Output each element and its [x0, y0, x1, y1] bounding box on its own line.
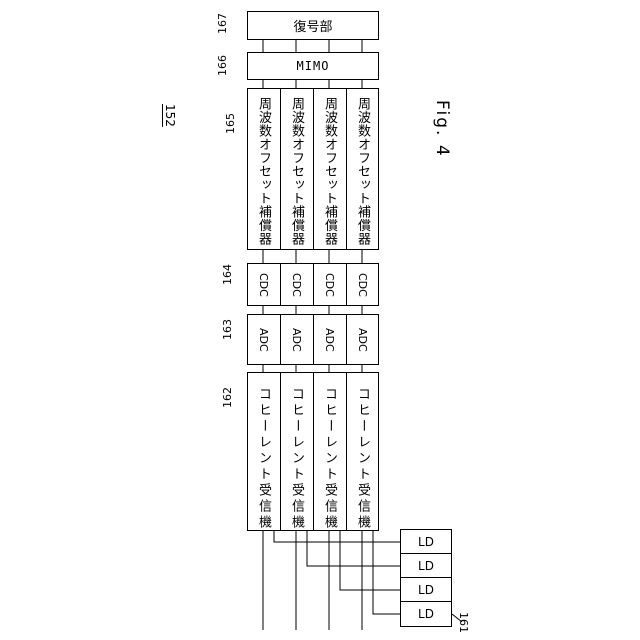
ld-block-4: LD: [400, 601, 452, 627]
adc-label-3: ADC: [324, 328, 335, 352]
receiver-block: コヒーレント受信機 コヒーレント受信機 コヒーレント受信機 コヒーレント受信機: [247, 372, 379, 531]
ref-167: 167: [217, 13, 228, 34]
freq-offset-label-2: 周波数オフセット補償器: [290, 97, 303, 246]
receiver-label-4: コヒーレント受信機: [356, 387, 369, 531]
adc-label-4: ADC: [357, 328, 368, 352]
adc-lane-4: ADC: [347, 315, 380, 364]
ref-162: 162: [222, 387, 233, 408]
device-label: 152: [163, 104, 177, 127]
ref-161: 161: [458, 612, 469, 633]
ref-164: 164: [222, 264, 233, 285]
cdc-label-2: CDC: [291, 273, 302, 297]
ref-166: 166: [217, 55, 228, 76]
adc-lane-3: ADC: [314, 315, 347, 364]
adc-label-2: ADC: [291, 328, 302, 352]
ld-block-2: LD: [400, 553, 452, 579]
receiver-lane-1: コヒーレント受信機: [248, 373, 281, 530]
receiver-lane-3: コヒーレント受信機: [314, 373, 347, 530]
receiver-lane-4: コヒーレント受信機: [347, 373, 380, 530]
ref-165: 165: [225, 113, 236, 134]
adc-lane-1: ADC: [248, 315, 281, 364]
lo-wire-1: [274, 531, 400, 542]
freq-offset-lane-4: 周波数オフセット補償器: [347, 89, 380, 249]
cdc-label-4: CDC: [357, 273, 368, 297]
freq-offset-block: 周波数オフセット補償器 周波数オフセット補償器 周波数オフセット補償器 周波数オ…: [247, 88, 379, 250]
freq-offset-label-3: 周波数オフセット補償器: [323, 97, 336, 246]
cdc-lane-1: CDC: [248, 264, 281, 305]
freq-offset-label-4: 周波数オフセット補償器: [356, 97, 369, 246]
mimo-label: MIMO: [297, 59, 330, 73]
adc-label-1: ADC: [258, 328, 269, 352]
decoder-block: 復号部: [247, 11, 379, 40]
freq-offset-label-1: 周波数オフセット補償器: [257, 97, 270, 246]
freq-offset-lane-1: 周波数オフセット補償器: [248, 89, 281, 249]
adc-lane-2: ADC: [281, 315, 314, 364]
receiver-lane-2: コヒーレント受信機: [281, 373, 314, 530]
lo-wire-3: [340, 531, 400, 590]
freq-offset-lane-3: 周波数オフセット補償器: [314, 89, 347, 249]
freq-offset-lane-2: 周波数オフセット補償器: [281, 89, 314, 249]
cdc-label-3: CDC: [324, 273, 335, 297]
receiver-label-1: コヒーレント受信機: [257, 387, 270, 531]
ld-label-1: LD: [418, 535, 434, 549]
adc-block: ADC ADC ADC ADC: [247, 314, 379, 365]
ld-block-3: LD: [400, 577, 452, 603]
cdc-lane-4: CDC: [347, 264, 380, 305]
lo-wire-4: [373, 531, 400, 614]
receiver-label-3: コヒーレント受信機: [323, 387, 336, 531]
ld-block-1: LD: [400, 529, 452, 555]
cdc-lane-2: CDC: [281, 264, 314, 305]
cdc-label-1: CDC: [258, 273, 269, 297]
cdc-block: CDC CDC CDC CDC: [247, 263, 379, 306]
decoder-label: 復号部: [293, 16, 332, 35]
receiver-label-2: コヒーレント受信機: [290, 387, 303, 531]
ld-label-2: LD: [418, 559, 434, 573]
ld-label-3: LD: [418, 583, 434, 597]
cdc-lane-3: CDC: [314, 264, 347, 305]
mimo-block: MIMO: [247, 52, 379, 80]
lo-wire-2: [307, 531, 400, 566]
ld-label-4: LD: [418, 607, 434, 621]
ref-163: 163: [222, 319, 233, 340]
figure-label: Fig. 4: [432, 100, 452, 158]
